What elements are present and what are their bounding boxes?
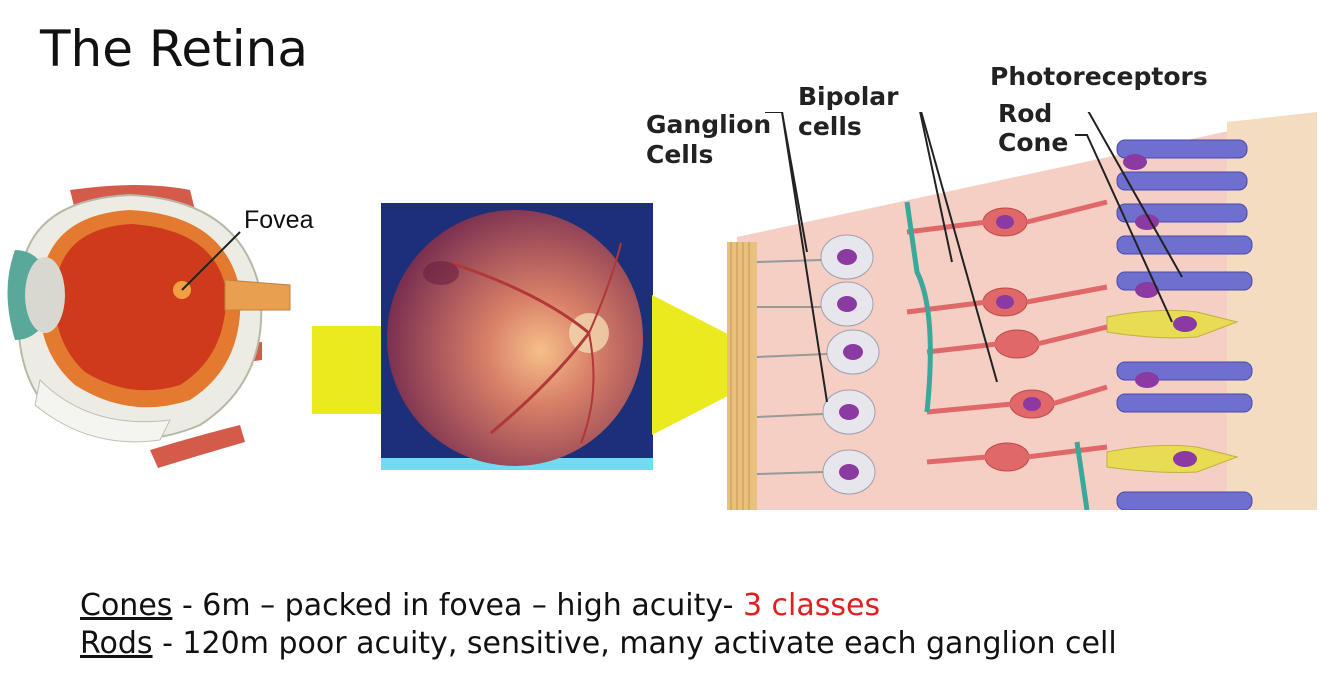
bipolar-label-line2: cells: [798, 112, 862, 142]
rods-term: Rods: [80, 626, 153, 661]
vitreous: [55, 224, 226, 390]
cones-highlight: 3 classes: [743, 588, 880, 623]
cones-term: Cones: [80, 588, 172, 623]
arrow-left: [312, 326, 392, 416]
cone-label: Cone: [998, 128, 1068, 158]
retina-layers-diagram: [707, 112, 1317, 510]
rods-text: - 120m poor acuity, sensitive, many acti…: [153, 626, 1117, 661]
fovea-label: Fovea: [244, 206, 313, 235]
photoreceptors-label: Photoreceptors: [990, 62, 1208, 92]
cones-text: - 6m – packed in fovea – high acuity-: [172, 588, 743, 623]
rod-label: Rod: [998, 99, 1052, 129]
rods-bullet: Rods - 120m poor acuity, sensitive, many…: [80, 626, 1117, 661]
bipolar-label-line1: Bipolar: [798, 82, 898, 112]
optic-nerve: [225, 280, 290, 310]
slide-title: The Retina: [40, 20, 308, 78]
ganglion-label-line2: Cells: [646, 140, 713, 170]
lens: [25, 257, 65, 333]
ganglion-label-line1: Ganglion: [646, 110, 771, 140]
fundus-photo: [381, 203, 653, 470]
cones-bullet: Cones - 6m – packed in fovea – high acui…: [80, 588, 880, 623]
